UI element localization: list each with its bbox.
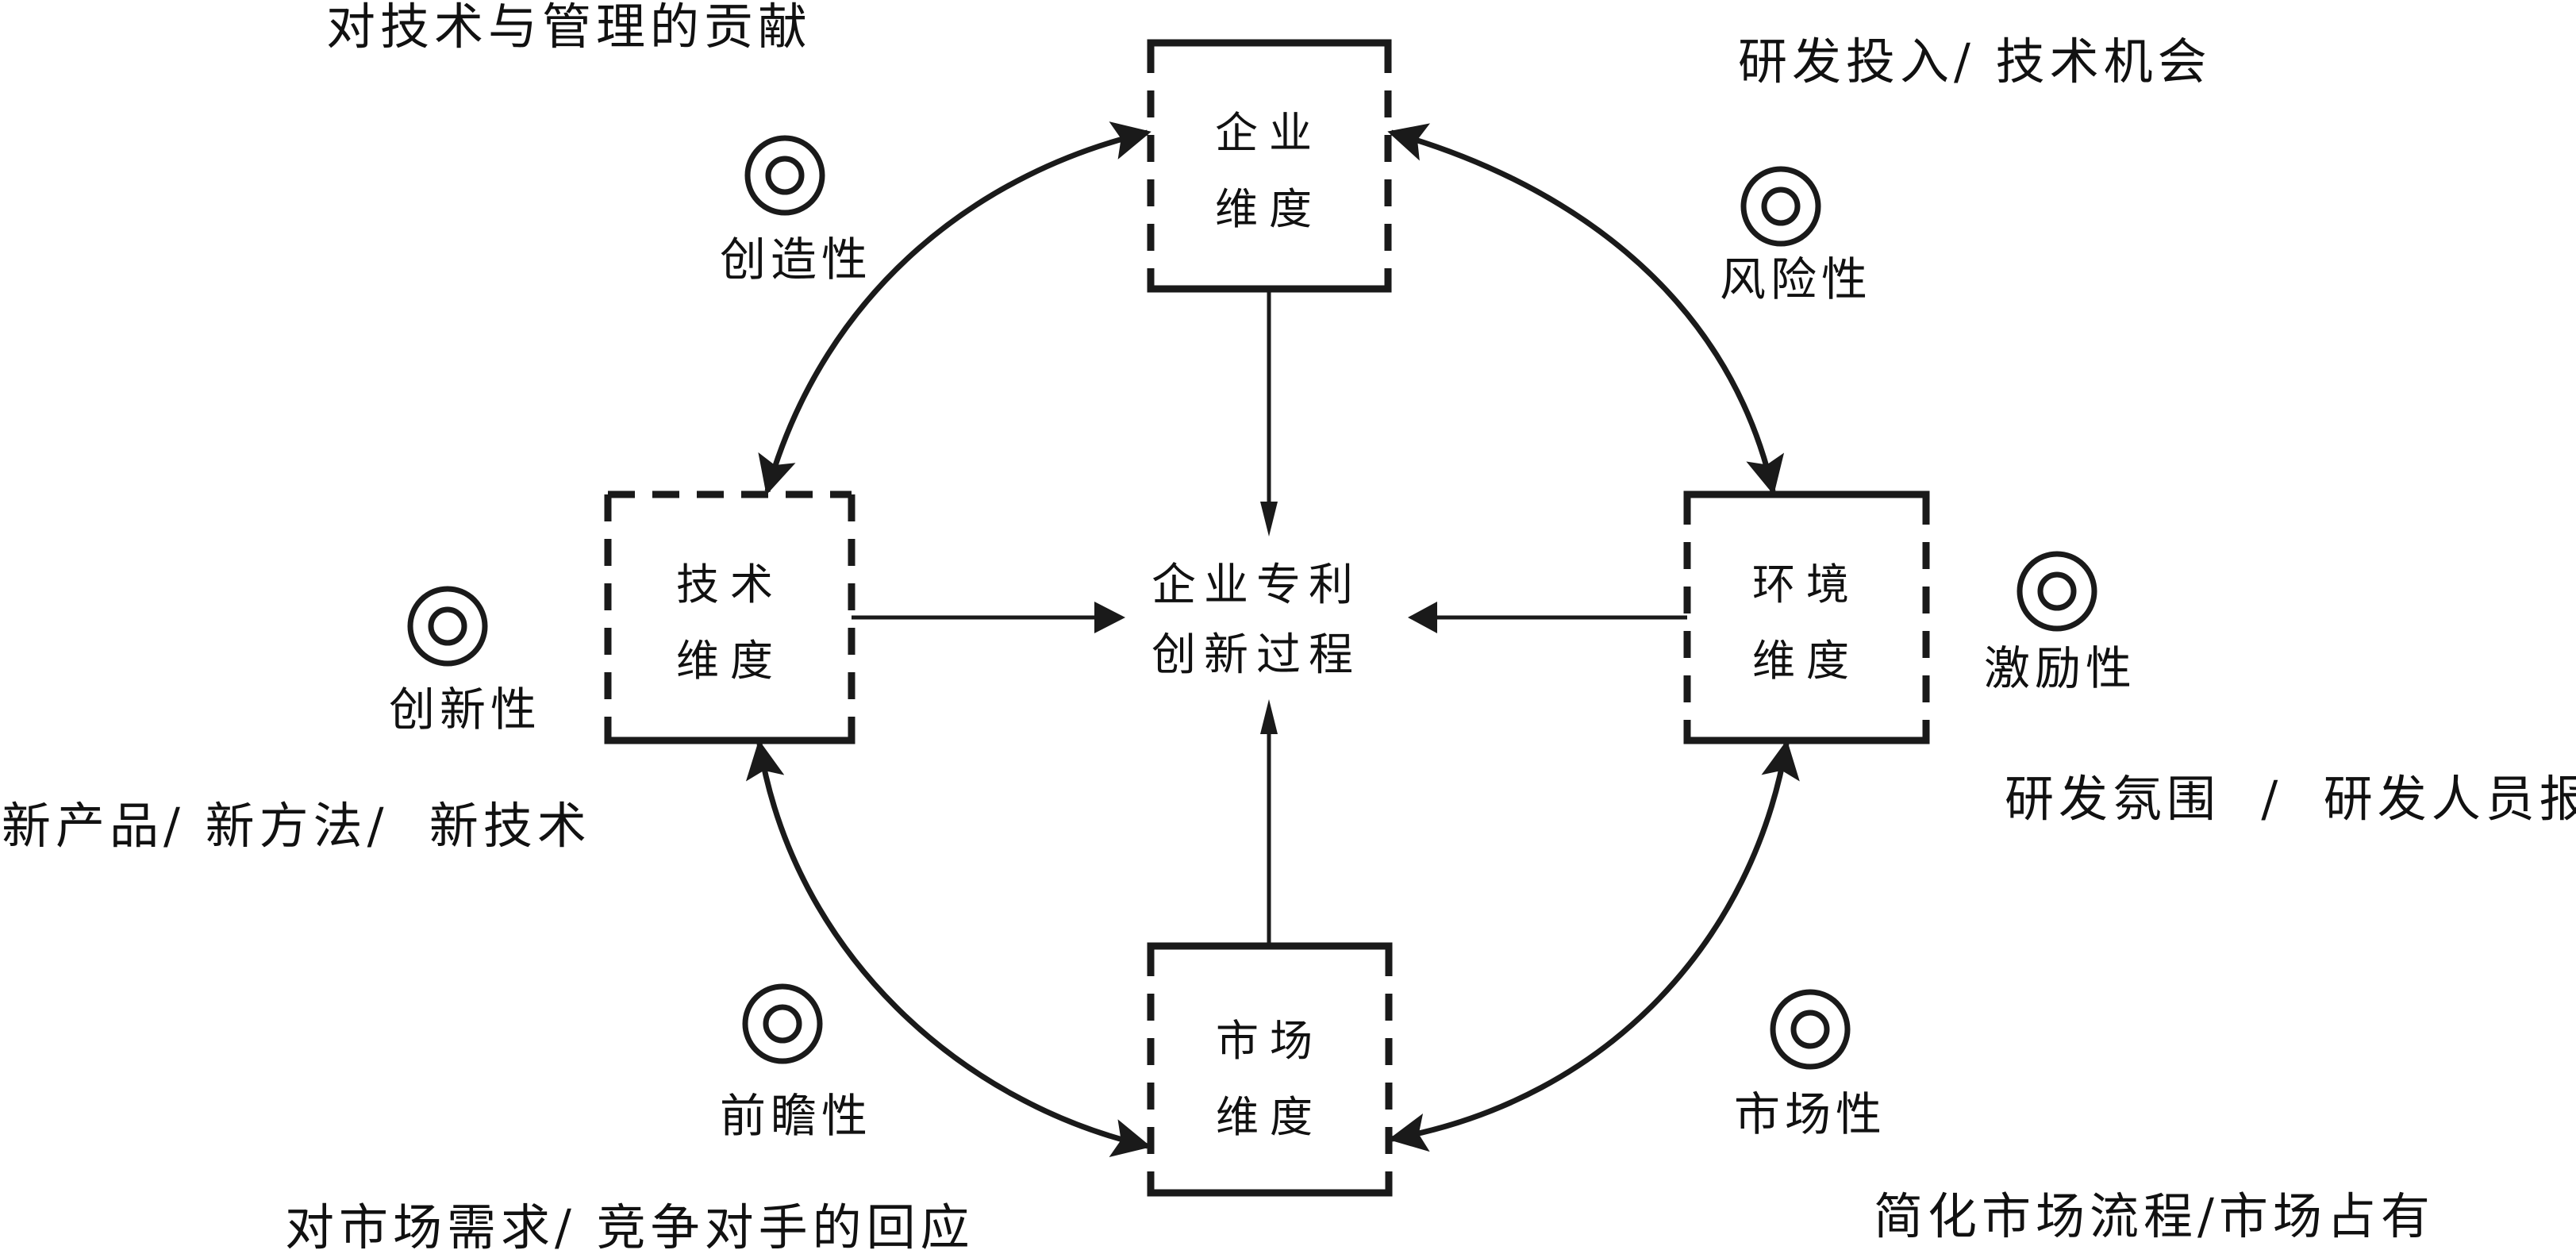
trait-creativity: 创造性 (720, 135, 872, 287)
arrow-enterprise-to-center (1260, 290, 1278, 537)
trait-innovation-label: 创新性 (389, 683, 541, 737)
arc-environment-market (1388, 740, 1800, 1152)
trait-incentive-label: 激励性 (1984, 641, 2136, 695)
target-icon (1770, 989, 1851, 1070)
technology-dimension-box: 技术 维度 (604, 490, 855, 744)
enterprise-dimension-line2: 维度 (1215, 184, 1323, 234)
trait-creativity-label: 创造性 (720, 233, 872, 287)
trait-foresight-label: 前瞻性 (720, 1089, 872, 1143)
trait-risk-label: 风险性 (1720, 252, 1872, 306)
arrowhead-left-icon (1408, 602, 1437, 633)
arc-enterprise-environment (1387, 123, 1785, 495)
trait-marketability-label: 市场性 (1734, 1087, 1886, 1141)
creativity-description: 对技术与管理的贡献 (326, 0, 812, 56)
center-process-label: 企业专利 创新过程 (1152, 560, 1361, 681)
arrow-environment-to-center (1408, 602, 1687, 633)
marketability-description: 简化市场流程/市场占有 (1874, 1187, 2435, 1245)
arrowhead-up-icon (1260, 699, 1278, 734)
technology-dimension-line2: 维度 (676, 636, 784, 686)
arrow-technology-to-center (852, 602, 1125, 633)
environment-dimension-box: 环境 维度 (1683, 490, 1930, 744)
target-icon (2017, 551, 2097, 632)
market-dimension-line1: 市场 (1216, 1016, 1324, 1066)
arrowhead-right-icon (1094, 602, 1125, 633)
arc-enterprise-technology (758, 121, 1152, 495)
market-dimension-line2: 维度 (1216, 1092, 1324, 1142)
trait-foresight: 前瞻性 (720, 983, 872, 1143)
trait-incentive: 激励性 (1984, 551, 2136, 695)
arrow-market-to-center (1260, 699, 1278, 944)
target-icon (407, 586, 488, 667)
risk-description: 研发投入/ 技术机会 (1738, 33, 2212, 90)
trait-risk: 风险性 (1720, 166, 1872, 306)
center-line1: 企业专利 (1152, 560, 1361, 611)
environment-dimension-line1: 环境 (1752, 560, 1860, 610)
foresight-description: 对市场需求/ 竞争对手的回应 (285, 1198, 975, 1250)
trait-innovation: 创新性 (389, 586, 541, 737)
innovation-description: 新产品/ 新方法/ 新技术 (2, 797, 591, 855)
environment-dimension-line2: 维度 (1752, 636, 1860, 686)
center-line2: 创新过程 (1152, 629, 1361, 681)
target-icon (1740, 166, 1821, 247)
technology-dimension-line1: 技术 (676, 560, 784, 610)
enterprise-dimension-box: 企业 维度 (1147, 39, 1392, 293)
market-dimension-box: 市场 维度 (1147, 942, 1393, 1197)
arc-technology-market (745, 740, 1152, 1158)
arrowhead-down-icon (1260, 502, 1278, 537)
incentive-description: 研发氛围 / 研发人员报酬 (2005, 770, 2576, 828)
target-icon (742, 983, 823, 1064)
target-icon (744, 135, 825, 216)
enterprise-dimension-line1: 企业 (1215, 108, 1323, 158)
trait-marketability: 市场性 (1734, 989, 1886, 1141)
